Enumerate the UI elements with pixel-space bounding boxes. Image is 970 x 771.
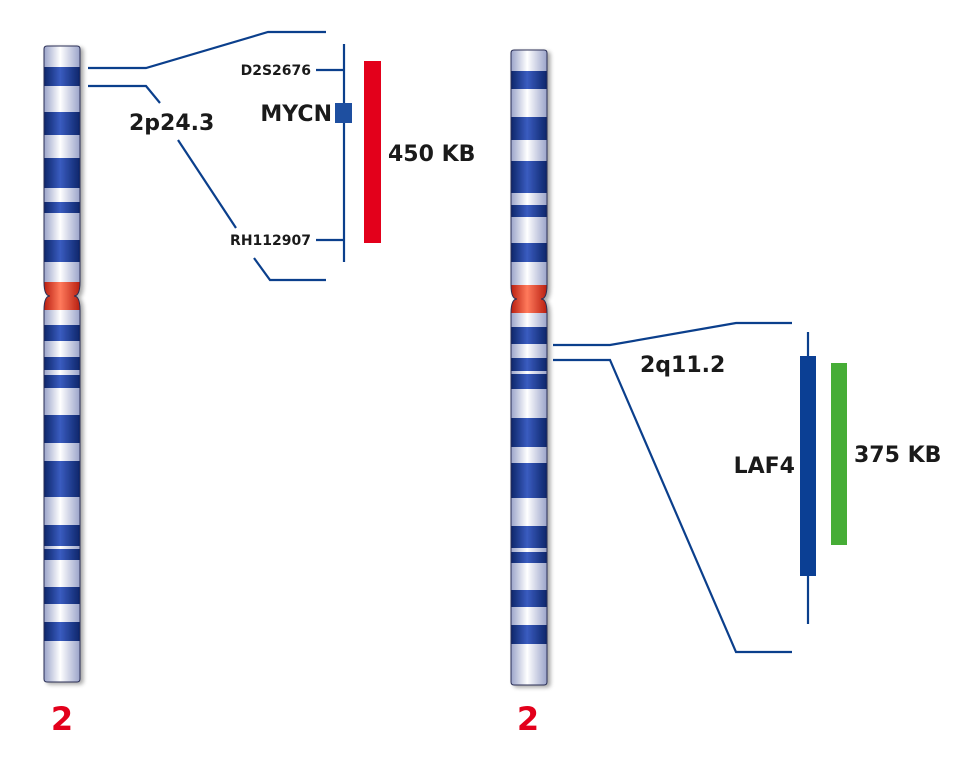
size-label-375kb: 375 KB	[854, 443, 941, 468]
band-label-2p24-3: 2p24.3	[129, 111, 214, 136]
zoom-line-lower-top	[88, 84, 161, 104]
chromosome-band-dark	[44, 622, 80, 641]
chromosome-band-dark	[511, 327, 547, 344]
chromosome-band-dark	[511, 243, 547, 262]
chromosome-band-dark	[44, 375, 80, 388]
chromosome-band-dark	[511, 418, 547, 447]
bar-laf4	[800, 356, 816, 576]
zoom-line-upper	[553, 321, 792, 347]
chromosome-2-right	[510, 49, 548, 686]
chromosome-number-right: 2	[517, 700, 539, 738]
bar-450kb	[364, 61, 381, 243]
left-zoom-lines	[88, 30, 346, 282]
chromosome-band-dark	[44, 202, 80, 213]
chromosome-band-dark	[511, 205, 547, 217]
chromosome-band-dark	[511, 526, 547, 548]
zoom-line-upper	[88, 30, 326, 70]
chromosome-band-dark	[511, 358, 547, 371]
marker-rh112907: RH112907	[230, 233, 311, 249]
bar-375kb	[831, 363, 847, 545]
chromosome-band-dark	[44, 325, 80, 341]
chromosome-2-left	[43, 45, 81, 683]
chromosome-band-dark	[44, 525, 80, 546]
gene-label-laf4: LAF4	[734, 454, 795, 479]
marker-d2s2676: D2S2676	[241, 63, 311, 79]
chromosome-band-dark	[44, 112, 80, 135]
chromosome-band-dark	[511, 625, 547, 644]
band-label-2q11-2: 2q11.2	[640, 353, 725, 378]
chromosome-band-dark	[511, 71, 547, 89]
chromosome-band-dark	[44, 357, 80, 370]
chromosome-band-dark	[44, 240, 80, 262]
chromosome-band-dark	[44, 158, 80, 188]
size-label-450kb: 450 KB	[388, 142, 475, 167]
chromosome-band-dark	[511, 374, 547, 389]
gene-label-mycn: MYCN	[260, 102, 332, 127]
chromosome-band-dark	[44, 461, 80, 497]
zoom-line-lower	[553, 358, 792, 654]
mycn-marker	[335, 103, 352, 123]
chromosome-band-dark	[44, 549, 80, 560]
zoom-line-lower-bottom	[253, 257, 326, 282]
chromosome-band-dark	[511, 161, 547, 193]
chromosome-number-left: 2	[51, 700, 73, 738]
chromosome-band-dark	[511, 117, 547, 140]
zoom-line-lower-mid	[177, 139, 237, 229]
chromosome-band-dark	[511, 552, 547, 563]
chromosome-band-dark	[44, 587, 80, 604]
chromosome-band-dark	[44, 415, 80, 443]
chromosome-band-dark	[511, 463, 547, 498]
chromosome-band-dark	[511, 590, 547, 607]
chromosome-band-dark	[44, 67, 80, 86]
